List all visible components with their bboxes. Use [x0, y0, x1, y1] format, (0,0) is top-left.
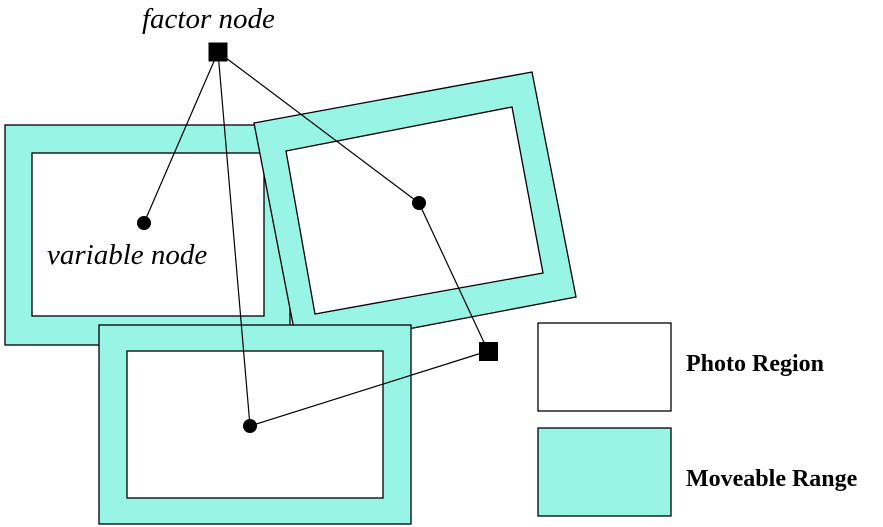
edges — [143, 51, 489, 427]
edge-factor1-variable-rotated — [217, 51, 420, 204]
legend-swatch-photo-region — [537, 322, 672, 412]
variable-node-left — [137, 216, 151, 230]
legend-swatch-moveable-range — [537, 427, 672, 517]
variable-node-rotated — [412, 196, 426, 210]
variable-node-label: variable node — [47, 239, 207, 271]
photo-region-rotated — [285, 106, 544, 315]
legend: Photo Region Moveable Range — [537, 322, 858, 517]
legend-label-photo-region: Photo Region — [686, 351, 824, 377]
photo-region-left — [31, 152, 265, 317]
edge-factor1-variable-bottom — [217, 51, 251, 427]
legend-label-moveable-range: Moveable Range — [686, 466, 858, 492]
edge-factor2-variable-bottom — [249, 350, 489, 427]
edge-factor2-variable-rotated — [418, 202, 489, 352]
photo-group-left — [4, 124, 291, 346]
edge-factor1-variable-left — [143, 51, 219, 224]
photo-group-rotated — [253, 71, 577, 351]
factor-node-right — [479, 342, 498, 361]
factor-node-label: factor node — [142, 3, 275, 35]
factor-node-top — [208, 42, 228, 62]
variable-node-bottom — [243, 419, 257, 433]
